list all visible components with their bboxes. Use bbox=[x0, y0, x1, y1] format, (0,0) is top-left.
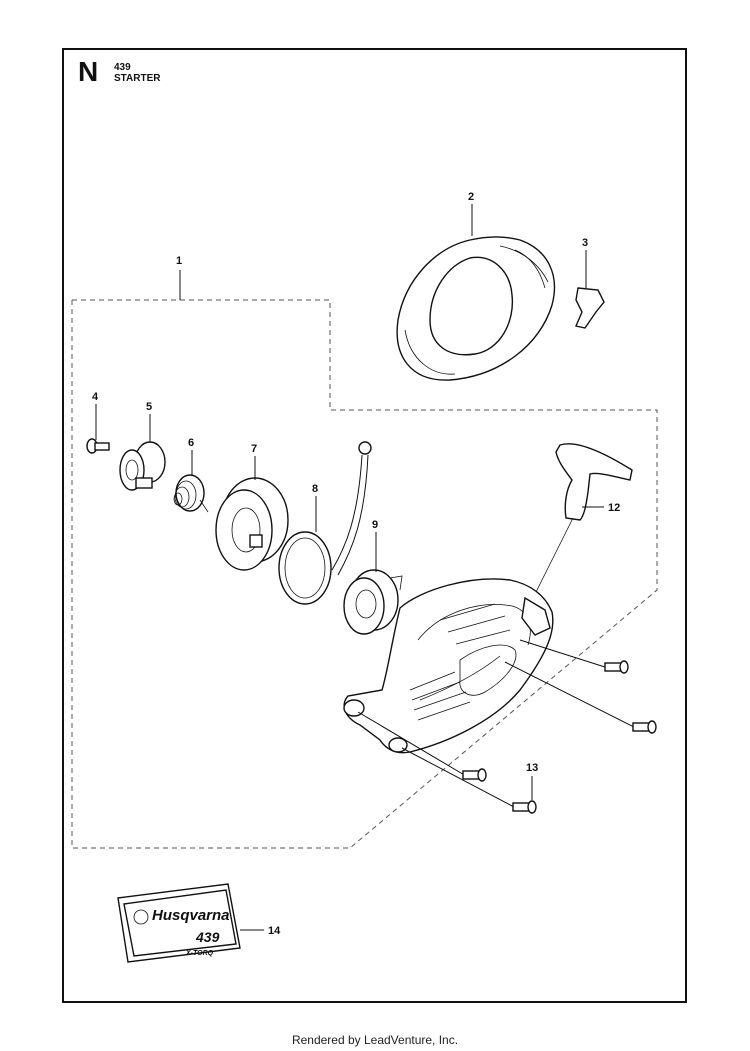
callout-5: 5 bbox=[146, 401, 152, 413]
part-screw-small bbox=[86, 438, 110, 454]
callout-9: 9 bbox=[372, 519, 378, 531]
part-decal: Husqvarna 439 X-TORQ bbox=[117, 883, 264, 963]
part-starter-cover bbox=[396, 236, 556, 381]
part-spring-cassette bbox=[343, 569, 403, 635]
part-pulley-hub bbox=[119, 441, 166, 491]
callout-13: 13 bbox=[526, 762, 538, 774]
part-recoil-spring bbox=[173, 474, 209, 513]
diagram-frame bbox=[62, 48, 687, 1003]
decal-model: 439 bbox=[195, 929, 220, 945]
callout-12: 12 bbox=[608, 502, 620, 514]
callout-1: 1 bbox=[176, 255, 182, 267]
section-letter: N bbox=[78, 56, 99, 87]
footer-credit: Rendered by LeadVenture, Inc. bbox=[291, 1033, 459, 1047]
part-starter-housing bbox=[343, 578, 554, 754]
callout-14: 14 bbox=[268, 925, 281, 937]
part-starter-handle bbox=[531, 443, 633, 601]
model-number: 439 bbox=[114, 62, 131, 73]
decal-brand: Husqvarna bbox=[152, 907, 230, 924]
callout-leaders bbox=[95, 204, 604, 800]
callout-2: 2 bbox=[468, 191, 474, 203]
decal-series: X-TORQ bbox=[185, 950, 214, 957]
part-starter-rope bbox=[278, 441, 372, 605]
part-rope-pulley bbox=[215, 477, 289, 571]
callout-6: 6 bbox=[188, 437, 194, 449]
assembly-boundary bbox=[71, 299, 658, 849]
callout-4: 4 bbox=[92, 391, 99, 403]
sheet-title: STARTER bbox=[114, 73, 161, 84]
callout-8: 8 bbox=[312, 483, 318, 495]
callout-7: 7 bbox=[251, 443, 257, 455]
part-clip bbox=[575, 287, 605, 329]
callout-3: 3 bbox=[582, 237, 588, 249]
part-housing-screws bbox=[357, 639, 657, 814]
